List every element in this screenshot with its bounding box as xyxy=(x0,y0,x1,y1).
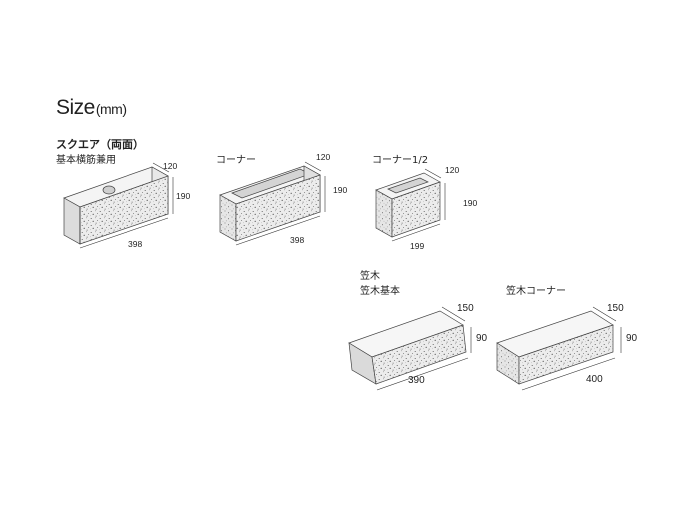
cap-corner-depth: 150 xyxy=(607,303,624,314)
block-square-depth: 120 xyxy=(163,161,178,171)
block-square-label: スクエア（両面） xyxy=(56,138,144,151)
block-corner-half-height: 190 xyxy=(463,198,478,208)
cap-basic-label: 笠木基本 xyxy=(360,286,400,297)
cap-basic-height: 90 xyxy=(476,333,488,344)
block-corner-label: コーナー xyxy=(216,155,256,166)
block-corner-width: 398 xyxy=(290,235,305,245)
block-corner-dimlines xyxy=(235,161,326,246)
title-unit: (mm) xyxy=(95,101,127,117)
title-text: Size xyxy=(56,96,95,119)
cap-corner-height: 90 xyxy=(626,333,638,344)
block-square-width: 398 xyxy=(128,239,143,249)
block-corner-height: 190 xyxy=(333,185,348,195)
cap-corner-width: 400 xyxy=(586,374,603,385)
cap-basic-dimlines xyxy=(376,306,472,391)
block-square-height: 190 xyxy=(176,191,191,201)
block-square-drawing xyxy=(63,166,169,245)
block-corner-drawing xyxy=(219,165,321,242)
cap-basic-drawing xyxy=(348,310,467,385)
caps-heading: 笠木 xyxy=(360,271,380,282)
block-corner-half-width: 199 xyxy=(410,241,425,251)
cap-corner-drawing xyxy=(496,310,614,385)
cap-corner-label: 笠木コーナー xyxy=(506,286,566,297)
block-corner-half-drawing xyxy=(375,172,441,238)
cap-corner-dimlines xyxy=(521,306,622,391)
page-title: Size(mm) xyxy=(56,96,127,120)
block-square-sublabel: 基本横筋兼用 xyxy=(56,155,116,166)
block-corner-half-dimlines xyxy=(391,168,446,242)
block-corner-half-depth: 120 xyxy=(445,165,460,175)
block-corner-half-label: コーナー1/2 xyxy=(372,155,429,166)
block-corner-depth: 120 xyxy=(316,152,331,162)
block-square-dimlines xyxy=(79,162,174,249)
cap-basic-depth: 150 xyxy=(457,303,474,314)
cap-basic-width: 390 xyxy=(408,375,425,386)
